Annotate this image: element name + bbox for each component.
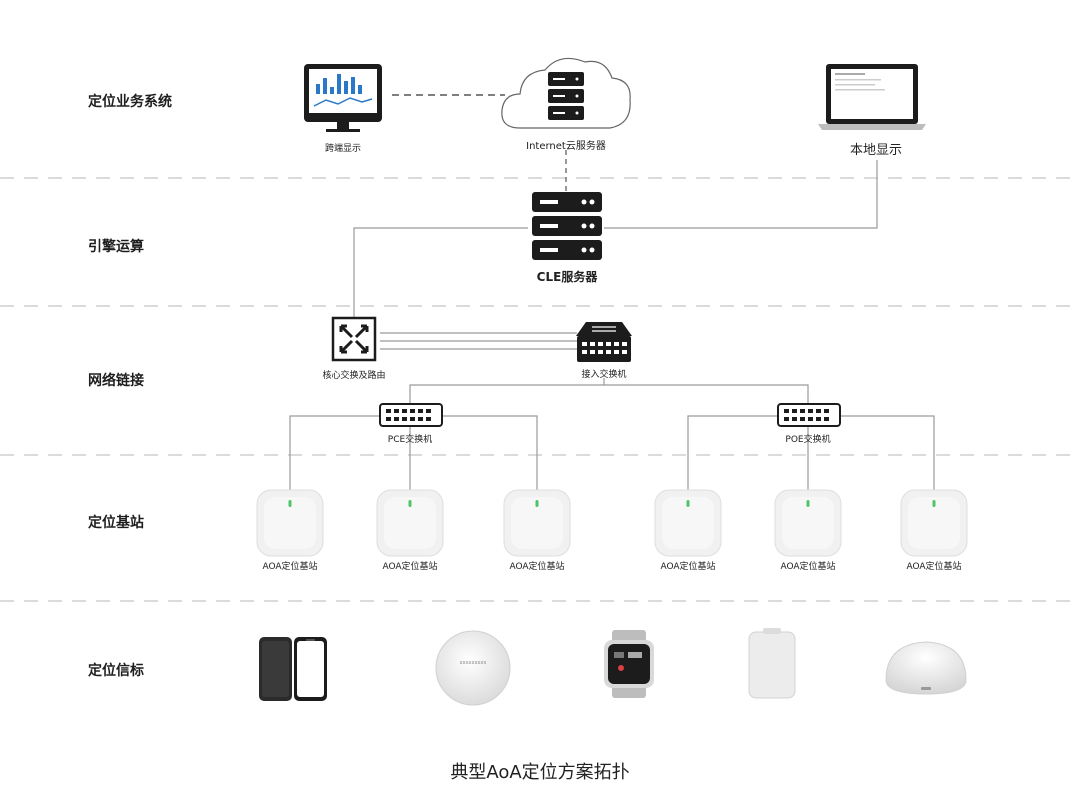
link-access-trunk bbox=[409, 378, 605, 404]
tier-label-beacons: 定位信标 bbox=[88, 663, 144, 679]
base-station-label: AOA定位基站 bbox=[509, 562, 565, 572]
dome-beacon-icon bbox=[885, 641, 967, 695]
link-poe-left bbox=[289, 415, 380, 490]
link-poe-right-left bbox=[687, 415, 778, 490]
base-stations bbox=[256, 489, 968, 557]
base-station-icon bbox=[503, 489, 571, 557]
base-station-label: AOA定位基站 bbox=[262, 562, 318, 572]
poe-switch-left-label: PCE交换机 bbox=[387, 435, 433, 445]
connections bbox=[289, 94, 935, 490]
cle-server-label: CLE服务器 bbox=[536, 270, 598, 284]
link-cle-core bbox=[353, 227, 528, 318]
link-poe-left-right bbox=[440, 415, 538, 490]
base-station-icon bbox=[774, 489, 842, 557]
base-station-icon bbox=[376, 489, 444, 557]
base-station-icon bbox=[256, 489, 324, 557]
beacon-brand-label: xxxxxxxxx bbox=[460, 660, 487, 666]
access-switch-icon bbox=[576, 322, 632, 362]
phone-icon bbox=[259, 637, 292, 701]
tier-label-network: 网络链接 bbox=[88, 373, 144, 389]
base-station-icon bbox=[900, 489, 968, 557]
tier-label-engine: 引擎运算 bbox=[88, 239, 144, 255]
tier-label-business: 定位业务系统 bbox=[88, 94, 172, 110]
link-poe-right-right bbox=[838, 415, 935, 490]
base-station-icon bbox=[654, 489, 722, 557]
poe-switch-icon bbox=[379, 403, 443, 427]
round-beacon-icon bbox=[435, 630, 511, 706]
link-access-right bbox=[604, 384, 809, 404]
base-station-label: AOA定位基站 bbox=[660, 562, 716, 572]
poe-switch-right-label: POE交换机 bbox=[785, 435, 831, 445]
diagram-caption: 典型AoA定位方案拓扑 bbox=[450, 762, 630, 783]
link-local-cle bbox=[604, 160, 878, 229]
phone-icon bbox=[294, 637, 327, 701]
laptop-icon bbox=[818, 64, 926, 130]
cloud-server-label: Internet云服务器 bbox=[526, 141, 606, 152]
remote-display-label: 跨端显示 bbox=[324, 144, 362, 154]
server-rack-icon bbox=[532, 192, 602, 260]
tier-separators bbox=[0, 177, 1080, 602]
base-station-label: AOA定位基站 bbox=[780, 562, 836, 572]
base-station-label: AOA定位基站 bbox=[906, 562, 962, 572]
card-tag-icon bbox=[748, 628, 796, 699]
access-switch-label: 接入交换机 bbox=[581, 370, 627, 380]
base-station-label: AOA定位基站 bbox=[382, 562, 438, 572]
poe-switch-icon bbox=[777, 403, 841, 427]
core-switch-label: 核心交换及路由 bbox=[322, 371, 386, 381]
router-icon bbox=[331, 316, 377, 362]
cloud-server-icon bbox=[501, 57, 631, 129]
tier-label-stations: 定位基站 bbox=[88, 515, 144, 531]
local-display-label: 本地显示 bbox=[849, 143, 903, 158]
watch-tag-icon bbox=[604, 630, 654, 698]
monitor-chart-icon bbox=[304, 64, 382, 132]
